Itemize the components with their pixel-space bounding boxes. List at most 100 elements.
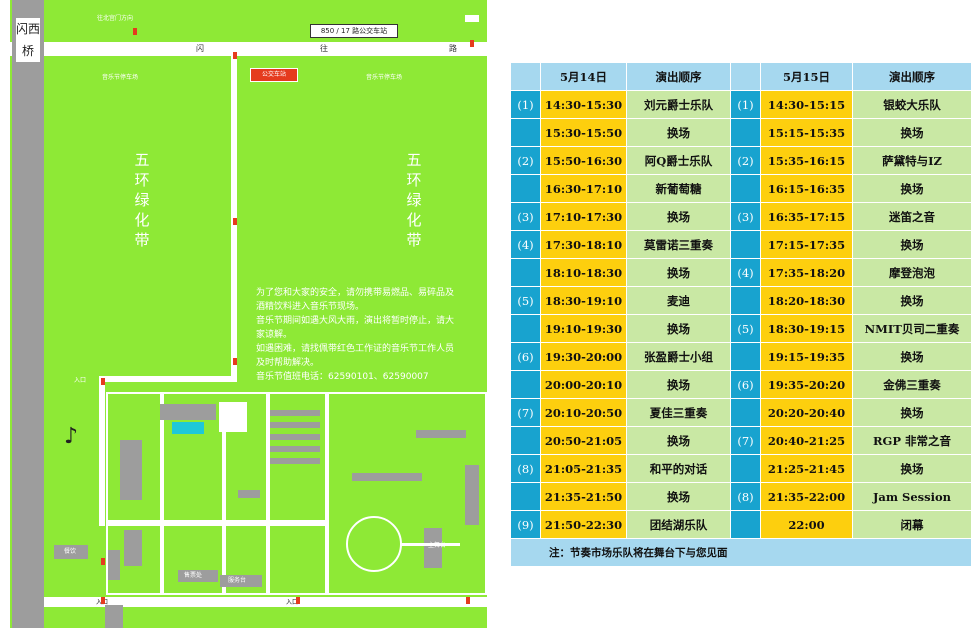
act-15: NMIT贝司二重奏: [852, 314, 972, 343]
time-14: 21:35-21:50: [540, 482, 627, 511]
act-15: 金佛三重奏: [852, 370, 972, 399]
label-entrance-1: 入口: [74, 377, 87, 384]
act-14: 和平的对话: [626, 454, 731, 483]
time-14: 16:30-17:10: [540, 174, 627, 203]
marker: [466, 597, 470, 604]
time-14: 20:10-20:50: [540, 398, 627, 427]
marker: [296, 597, 300, 604]
circular-plaza: [346, 516, 402, 572]
marker: [101, 378, 105, 385]
road-top-label-left: 闪: [196, 44, 204, 53]
time-15: 19:35-20:20: [760, 370, 853, 399]
slot-number-14: [510, 258, 541, 287]
slot-number-15: [730, 342, 761, 371]
act-15: 摩登泡泡: [852, 258, 972, 287]
slot-number-15: (8): [730, 482, 761, 511]
header-order-14: 演出顺序: [626, 62, 731, 91]
act-15: 换场: [852, 118, 972, 147]
label-north-direction: 往北宫门方向: [97, 15, 134, 22]
slot-number-14: [510, 482, 541, 511]
time-15: 20:40-21:25: [760, 426, 853, 455]
time-14: 20:50-21:05: [540, 426, 627, 455]
slot-number-15: [730, 118, 761, 147]
slot-number-14: [510, 370, 541, 399]
act-14: 换场: [626, 314, 731, 343]
time-15: 17:35-18:20: [760, 258, 853, 287]
building: [160, 404, 216, 420]
music-note-icon: ♪: [64, 424, 79, 449]
green-belt-left: 五环绿化带: [134, 151, 150, 249]
slot-number-15: (7): [730, 426, 761, 455]
act-15: Jam Session: [852, 482, 972, 511]
service-desk: [220, 575, 262, 587]
time-15: 14:30-15:15: [760, 90, 853, 119]
venue-map: 闪 往 路 闪西桥 850 / 17 路公交车站 公交车站 往北宫门方向 音乐节…: [0, 0, 487, 628]
label-entrance-3: 入口: [286, 599, 299, 606]
time-15: 21:35-22:00: [760, 482, 853, 511]
header-date-14: 5月14日: [540, 62, 627, 91]
slot-number-14: [510, 174, 541, 203]
time-14: 19:30-20:00: [540, 342, 627, 371]
time-15: 16:35-17:15: [760, 202, 853, 231]
time-15: 22:00: [760, 510, 853, 539]
act-14: 阿Q爵士乐队: [626, 146, 731, 175]
act-15: 换场: [852, 398, 972, 427]
notice-line: 如遇困难，请找佩带红色工作证的音乐节工作人员及时帮助解决。: [256, 344, 455, 368]
act-14: 夏佳三重奏: [626, 398, 731, 427]
marker: [233, 218, 237, 225]
time-15: 15:15-15:35: [760, 118, 853, 147]
road-left-gray: [12, 0, 44, 628]
notice-line: 为了您和大家的安全，请勿携带易燃品、易碎品及酒精饮料进入音乐节现场。: [256, 288, 455, 312]
main-stage: [424, 528, 442, 568]
slot-number-15: [730, 454, 761, 483]
slot-number-15: [730, 510, 761, 539]
marker: [470, 40, 474, 47]
time-15: 16:15-16:35: [760, 174, 853, 203]
time-14: 18:30-19:10: [540, 286, 627, 315]
time-14: 15:50-16:30: [540, 146, 627, 175]
marker: [101, 558, 105, 565]
marker: [133, 28, 137, 35]
header-order-15: 演出顺序: [852, 62, 972, 91]
slot-number-14: (3): [510, 202, 541, 231]
schedule-header-row: 5月14日 演出顺序 5月15日 演出顺序: [510, 62, 972, 91]
safety-notice: 为了您和大家的安全，请勿携带易燃品、易碎品及酒精饮料进入音乐节现场。 音乐节期间…: [256, 286, 456, 384]
red-bus-sign: 公交车站: [250, 68, 298, 82]
slot-number-15: (1): [730, 90, 761, 119]
green-belt-right: 五环绿化带: [406, 151, 422, 249]
road-path-down: [99, 376, 105, 526]
act-15: 换场: [852, 230, 972, 259]
time-15: 15:35-16:15: [760, 146, 853, 175]
notice-line: 音乐节值班电话：62590101、62590007: [256, 372, 429, 382]
act-15: 换场: [852, 454, 972, 483]
slot-number-14: [510, 118, 541, 147]
slot-number-14: (1): [510, 90, 541, 119]
slot-number-15: [730, 174, 761, 203]
act-15: 换场: [852, 342, 972, 371]
building: [120, 440, 142, 500]
road-path-vertical: [231, 56, 237, 378]
slot-number-15: (2): [730, 146, 761, 175]
act-15: 换场: [852, 174, 972, 203]
act-15: 闭幕: [852, 510, 972, 539]
label-parking-left: 音乐节停车场: [102, 74, 139, 81]
schedule-footnote: 注：节奏市场乐队将在舞台下与您见面: [510, 538, 972, 567]
time-14: 19:10-19:30: [540, 314, 627, 343]
ticket-office: [178, 570, 218, 582]
slot-number-15: (5): [730, 314, 761, 343]
time-15: 18:30-19:15: [760, 314, 853, 343]
act-14: 换场: [626, 258, 731, 287]
time-14: 21:05-21:35: [540, 454, 627, 483]
slot-number-14: [510, 426, 541, 455]
header-date-15: 5月15日: [760, 62, 853, 91]
